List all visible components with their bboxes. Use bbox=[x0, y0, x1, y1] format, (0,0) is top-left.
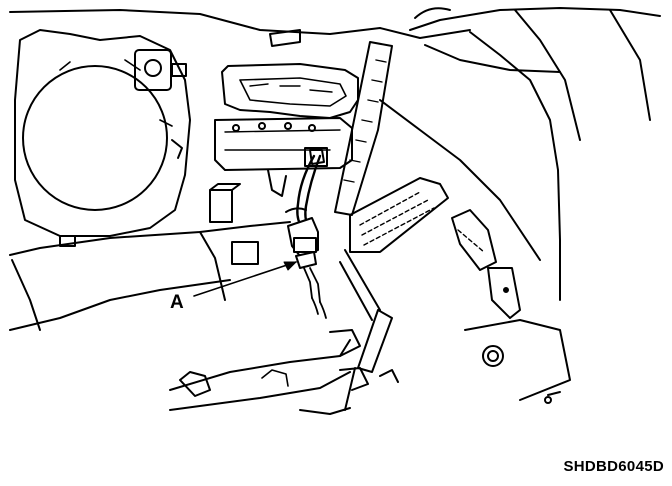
right-dash bbox=[379, 7, 661, 301]
control-unit bbox=[214, 63, 359, 197]
diagonal-rod bbox=[339, 249, 393, 411]
lever-bracket bbox=[451, 209, 497, 271]
mounting-brackets bbox=[209, 29, 301, 265]
lower-right-panel bbox=[464, 267, 571, 404]
lower-bracket bbox=[169, 329, 399, 415]
connector-a bbox=[287, 217, 327, 319]
figure-code: SHDBD6045D bbox=[563, 458, 664, 475]
dash-panel bbox=[9, 9, 471, 331]
callout-label-a: A bbox=[170, 292, 184, 313]
side-strip bbox=[334, 41, 393, 216]
callout-leader-a bbox=[193, 261, 297, 297]
vent-grille bbox=[349, 177, 449, 253]
blower-motor bbox=[14, 29, 191, 247]
